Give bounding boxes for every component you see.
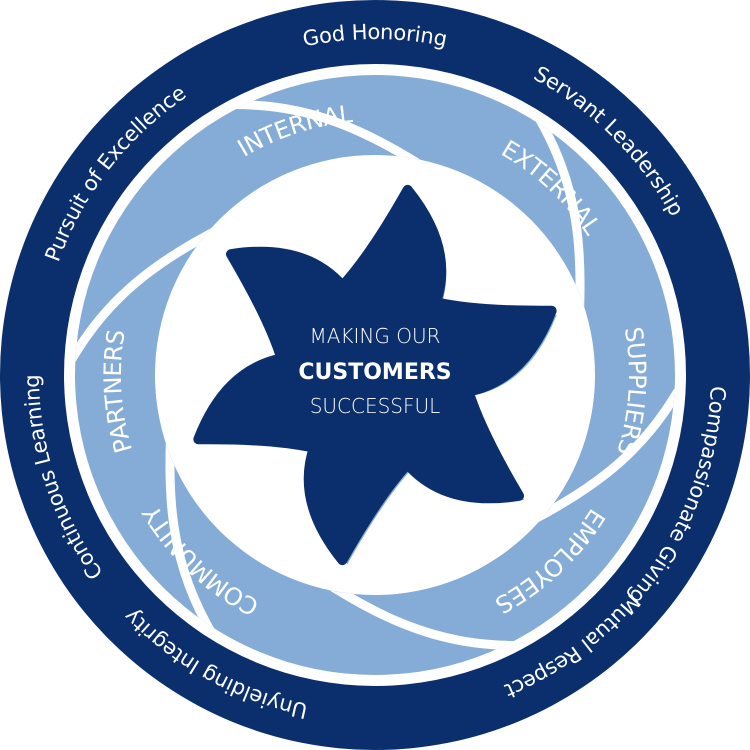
center-line-1: MAKING OUR bbox=[309, 324, 440, 348]
center-line-3: SUCCESSFUL bbox=[310, 394, 441, 418]
center-message: MAKING OUR CUSTOMERS SUCCESSFUL bbox=[298, 324, 451, 418]
center-line-2: CUSTOMERS bbox=[298, 360, 451, 385]
star-shape bbox=[193, 184, 557, 566]
star-emblem bbox=[193, 184, 557, 566]
